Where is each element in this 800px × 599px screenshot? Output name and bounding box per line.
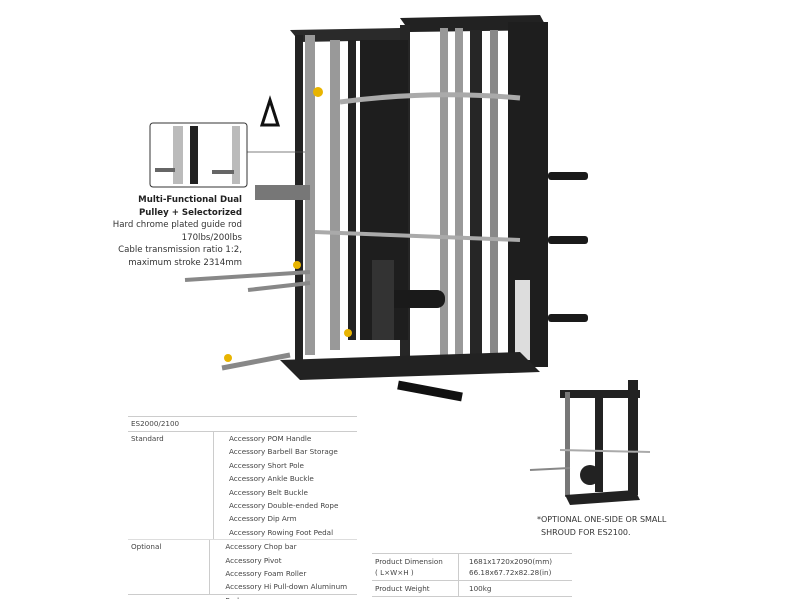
weight-row: Product Weight 100kg — [372, 580, 572, 596]
specs-table: Product Dimension ( L×W×H ) 1681x1720x209… — [372, 553, 572, 597]
detail-inset — [149, 122, 248, 188]
list-item: Accessory POM Handle — [229, 434, 312, 443]
main-machine — [184, 15, 588, 402]
standard-section: Standard Accessory POM Handle Accessory … — [128, 432, 357, 540]
list-item: Accessory Hi Pull-down Aluminum Rod — [225, 582, 348, 599]
dimension-label: Product Dimension — [375, 557, 443, 566]
caption-line: Cable transmission ratio 1:2, — [118, 245, 242, 255]
model-header: ES2000/2100 — [128, 417, 357, 432]
standard-label: Standard — [128, 432, 214, 540]
list-item: Accessory Double-ended Rope — [229, 500, 339, 510]
list-item: Accessory Foam Roller — [225, 568, 307, 578]
caption-line: 170lbs/200lbs — [181, 232, 242, 243]
list-item: Accessory Pivot — [225, 555, 282, 565]
caption-title-1: Multi-Functional Dual — [138, 195, 242, 205]
list-item: Accessory Dip Arm — [229, 514, 297, 524]
weight-value: 100kg — [469, 584, 492, 593]
list-item: Accessory Ankle Buckle — [229, 474, 314, 484]
caption-line: Hard chrome plated guide rod — [112, 220, 242, 230]
optional-label: Optional — [128, 540, 211, 594]
list-item: Accessory Belt Buckle — [229, 487, 308, 497]
dimension-in: 66.18x67.72x82.28(in) — [469, 568, 552, 577]
dimension-sublabel: ( L×W×H ) — [375, 568, 414, 577]
feature-caption: Multi-Functional Dual Pulley + Selectori… — [113, 194, 242, 269]
dimension-row: Product Dimension ( L×W×H ) 1681x1720x209… — [372, 554, 572, 580]
note-line: SHROUD FOR ES2100. — [541, 527, 631, 537]
caption-line: maximum stroke 2314mm — [128, 257, 242, 268]
caption-title-2: Pulley + Selectorized — [139, 207, 242, 218]
accessories-table: ES2000/2100 Standard Accessory POM Handl… — [128, 416, 357, 599]
small-machine-thumbnail — [529, 380, 651, 505]
list-item: Accessory Chop bar — [225, 542, 297, 552]
shroud-note: *OPTIONAL ONE-SIDE OR SMALL SHROUD FOR E… — [537, 514, 666, 539]
list-item: Accessory Barbell Bar Storage — [229, 447, 338, 457]
weight-label: Product Weight — [372, 581, 459, 596]
note-line: *OPTIONAL ONE-SIDE OR SMALL — [537, 515, 667, 524]
optional-section: Optional Accessory Chop bar Accessory Pi… — [128, 539, 357, 599]
dimension-mm: 1681x1720x2090(mm) — [469, 557, 552, 566]
list-item: Accessory Rowing Foot Pedal — [229, 527, 334, 537]
list-item: Accessory Short Pole — [229, 460, 304, 470]
